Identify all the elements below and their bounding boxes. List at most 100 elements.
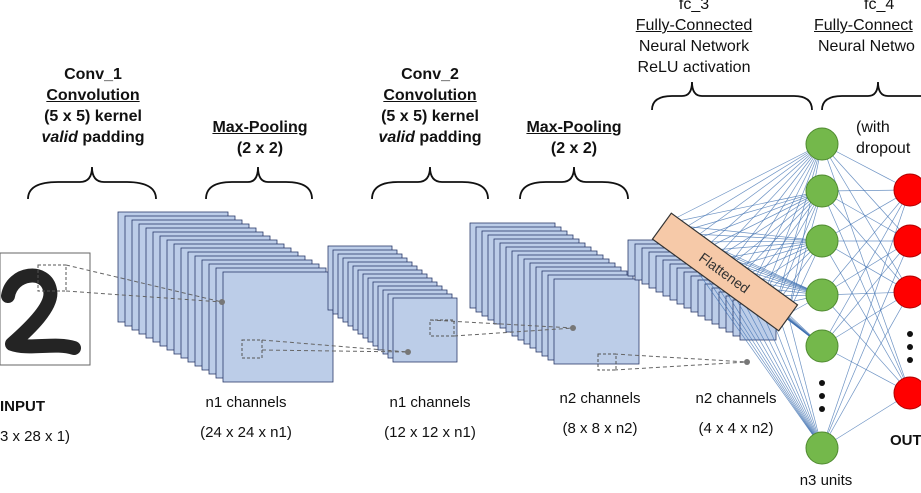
ellipsis-dot [907,357,913,363]
flatten-to-hidden-edge [775,304,823,449]
fc3-line1: Neural Network [638,38,750,55]
conv2-map-sheet [553,278,640,365]
conv1-kind: Convolution [46,87,140,104]
projection-dots [219,299,750,365]
hidden-to-output-edge [821,291,911,449]
ellipsis-dot [907,344,913,350]
flatten-to-hidden-edge [738,190,823,279]
hidden-to-output-edge [821,190,911,394]
hidden-to-output-edge [821,143,911,191]
hidden-to-output-edge [821,189,911,296]
layer-braces [27,81,921,200]
conv1-kernel: (5 x 5) kernel [44,108,142,125]
input-title: INPUT [0,398,45,415]
flatten-to-hidden-edge [725,190,823,270]
conv2-kind: Convolution [383,87,477,104]
flatten-to-hidden-edge [738,143,823,279]
conv1-padding-rest: padding [77,129,145,146]
flatten-to-hidden-edge [676,143,823,234]
conv2-label: Conv_2 Convolution (5 x 5) kernel valid … [370,64,490,148]
pool1-channels: n1 channels [389,394,471,411]
flatten-to-hidden-edge [725,143,823,270]
flatten-to-hidden-edge [750,143,823,288]
flatten-to-hidden-edge [713,190,823,261]
hidden-to-output-edge [821,143,911,242]
neuron-nodes [805,127,921,465]
pool1-label: Max-Pooling (2 x 2) [200,117,320,159]
hidden-neuron [805,278,839,312]
flatten-to-hidden-edge [775,143,823,306]
flatten-to-hidden-edge [688,190,823,243]
output-label: OUT [890,432,921,449]
conv2-padding-word: valid [378,129,415,146]
hidden-neuron [805,174,839,208]
small-kernel-boxes [241,319,617,371]
pool2-label: Max-Pooling (2 x 2) [514,117,634,159]
flatten-to-hidden-edge [750,190,823,288]
hidden-to-output-edge [821,189,911,242]
fc3-name: fc_3 [678,0,710,13]
pool2-size: (2 x 2) [550,140,598,157]
conv1-padding-word: valid [41,129,78,146]
hidden-to-output-edge [821,240,911,293]
conv1-feature-maps [117,211,334,383]
ellipsis-dot [907,331,913,337]
pool1-dims: (12 x 12 x n1) [384,424,476,441]
hidden-neuron [805,127,839,161]
conv1-label: Conv_1 Convolution (5 x 5) kernel valid … [35,64,151,148]
hidden-to-output-edge [821,189,911,347]
input-dims: 3 x 28 x 1) [0,428,71,445]
fc4-kind: Fully-Connect [814,17,913,34]
conv2-kernel: (5 x 5) kernel [381,108,479,125]
flatten-to-hidden-edge [787,190,823,315]
output-neuron [893,376,921,410]
flatten-to-hidden-edge [762,143,823,297]
fc4-dropout-note: (with dropout [856,117,921,159]
hidden-to-output-edge [821,392,911,449]
flatten-to-hidden-edge [701,190,823,252]
flatten-to-hidden-edge [762,190,823,297]
conv2-dims: (8 x 8 x n2) [562,420,638,437]
flatten-to-hidden-edge [787,143,823,315]
output-neuron [893,275,921,309]
conv1-dims: (24 x 24 x n1) [200,424,292,441]
conv2-name: Conv_2 [401,66,459,83]
fc3-kind: Fully-Connected [635,17,753,34]
pool2-name: Max-Pooling [526,119,622,136]
hidden-to-output-edge [821,240,911,347]
pool1-feature-maps [327,245,458,363]
conv1-channels: n1 channels [205,394,287,411]
hidden-neuron [805,329,839,363]
flatten-to-hidden-edge [676,190,823,234]
ellipsis-dot [819,406,825,412]
flatten-to-hidden-edge [775,190,823,306]
ellipsis-dot [819,380,825,386]
flatten-to-hidden-edge [787,313,823,449]
pool2-dims: (4 x 4 x n2) [698,420,774,437]
pool1-size: (2 x 2) [236,140,284,157]
fc3-line2: ReLU activation [637,59,751,76]
flatten-to-hidden-edge [663,190,823,225]
hidden-neuron [805,431,839,465]
fc4-dropout: dropout [856,140,911,157]
conv2-channels: n2 channels [559,390,641,407]
hidden-neuron [805,224,839,258]
conv1-name: Conv_1 [64,66,122,83]
fc3-label: fc_3 Fully-Connected Neural Network ReLU… [622,0,766,78]
pool1-name: Max-Pooling [212,119,308,136]
fc4-label: fc_4 Fully-Connect Neural Netwo [814,0,921,57]
flatten-to-hidden-edge [663,143,823,225]
flatten-to-hidden-edge [713,143,823,261]
fc4-name: fc_4 [864,0,895,13]
output-neuron [893,173,921,207]
flatten-to-hidden-edge [688,143,823,243]
n3-units-label: n3 units [799,472,853,489]
flatten-to-hidden-edge [700,143,823,252]
output-neuron [893,224,921,258]
fc4-with: (with [856,119,890,136]
hidden-to-output-edge [821,189,911,449]
conv2-feature-maps [469,222,640,365]
pool2-channels: n2 channels [695,390,777,407]
conv1-map-sheet [222,271,334,383]
